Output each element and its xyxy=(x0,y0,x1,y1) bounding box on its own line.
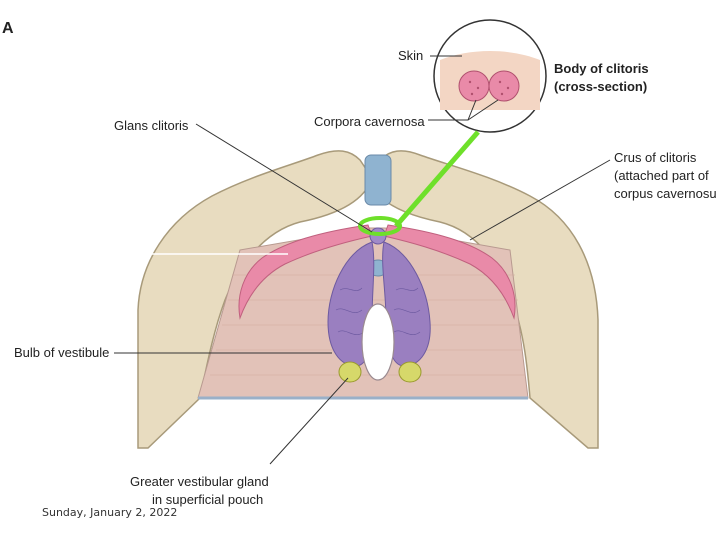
leader-corpora-2 xyxy=(467,99,499,121)
bulb-texture xyxy=(335,287,421,336)
label-glans-clitoris: Glans clitoris xyxy=(114,118,189,133)
inset-corpus-dots xyxy=(468,80,510,96)
pubic-symphysis xyxy=(364,154,392,206)
leader-gland xyxy=(269,377,349,465)
leader-lines xyxy=(114,55,611,465)
label-skin: Skin xyxy=(398,48,424,63)
right-greater-vestibular-gland xyxy=(398,361,422,383)
label-corpora-cavernosa: Corpora cavernosa xyxy=(314,114,425,129)
leader-glans xyxy=(195,123,373,233)
glans-highlight-ring xyxy=(358,216,402,236)
right-crus xyxy=(383,224,516,320)
panel-letter: A xyxy=(2,20,14,37)
label-crus-1: Crus of clitoris xyxy=(614,150,697,165)
leader-crus xyxy=(469,159,611,241)
label-body-title: Body of clitoris xyxy=(554,61,649,76)
vaginal-opening xyxy=(361,303,395,381)
highlight-connector-line xyxy=(394,130,480,228)
label-bulb-of-vestibule: Bulb of vestibule xyxy=(14,345,110,360)
label-gland-2: in superficial pouch xyxy=(152,492,264,507)
label-crus-2: (attached part of xyxy=(614,168,709,183)
label-gland-1: Greater vestibular gland xyxy=(130,474,269,489)
footer-date: Sunday, January 2, 2022 xyxy=(42,506,178,519)
inset-corpus-right xyxy=(488,70,520,102)
left-crus xyxy=(238,224,373,320)
label-body-subtitle: (cross-section) xyxy=(554,79,648,94)
inset-corpus-left xyxy=(458,70,490,102)
label-crus-3: corpus cavernosu xyxy=(614,186,717,201)
left-greater-vestibular-gland xyxy=(338,361,362,383)
